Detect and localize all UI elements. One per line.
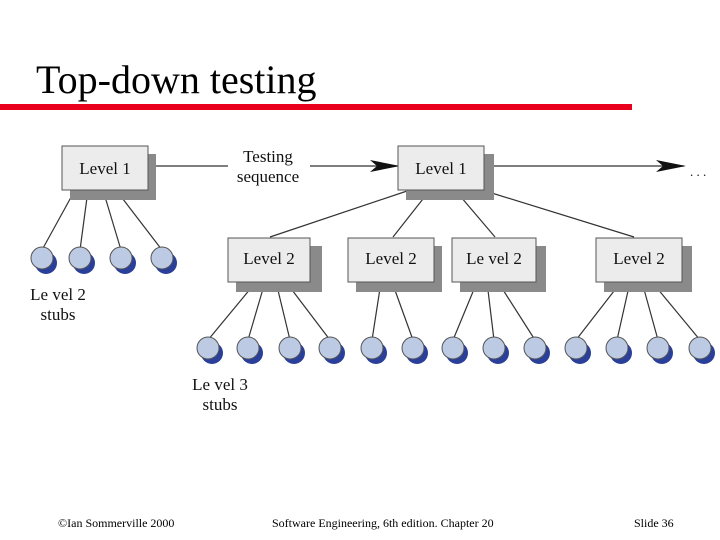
level3-stub [523,336,547,360]
level3-stub [196,336,220,360]
level3-stub [318,336,342,360]
level1-left-label: Level 1 [79,159,130,178]
level2-stubs-label-line1: Le vel 2 [30,285,86,304]
level2-stub [68,246,92,270]
level2-label: Level 2 [365,249,416,268]
level3-stubs-label-line2: stubs [203,395,238,414]
level3-stub [564,336,588,360]
level2-stub [109,246,133,270]
connector-line [269,189,411,238]
connector-line [481,189,635,238]
level3-stub [401,336,425,360]
level3-stub [646,336,670,360]
level2-stubs-label-line2: stubs [41,305,76,324]
box-face [595,237,683,283]
box-face [347,237,435,283]
footer-slide-number: Slide 36 [634,516,674,530]
level2-box: Level 2 [347,237,442,292]
level3-stub [278,336,302,360]
level2-box: Le vel 2 [451,237,546,292]
level2-box: Level 2 [595,237,692,292]
box-face [397,145,485,191]
level2-label: Level 2 [243,249,294,268]
level1-box-right: Level 1 [397,145,494,200]
level3-stub [236,336,260,360]
level3-stub [441,336,465,360]
level3-stub [360,336,384,360]
level2-label: Le vel 2 [466,249,522,268]
level2-stub [150,246,174,270]
connector-line [41,189,76,251]
level2-stub [30,246,54,270]
level2-box: Level 2 [227,237,322,292]
level1-box-left: Level 1 [61,145,156,200]
continuation-dots: . . . [690,164,706,179]
level1-right-label: Level 1 [415,159,466,178]
level3-stub [688,336,712,360]
level3-stub [482,336,506,360]
footer-book: Software Engineering, 6th edition. Chapt… [272,516,494,530]
level2-label: Level 2 [613,249,664,268]
box-face [227,237,311,283]
box-face [61,145,149,191]
title-underline [0,104,632,110]
level3-stubs-label-line1: Le vel 3 [192,375,248,394]
testing-sequence-label-line2: sequence [237,167,299,186]
slide-title: Top-down testing [36,57,317,102]
testing-sequence-label-line1: Testing [243,147,293,166]
footer-copyright: ©Ian Sommerville 2000 [58,516,175,530]
level3-stub [605,336,629,360]
box-face [451,237,537,283]
